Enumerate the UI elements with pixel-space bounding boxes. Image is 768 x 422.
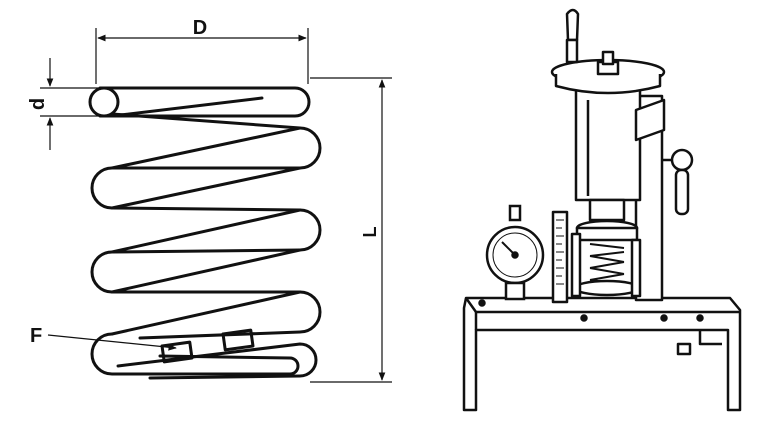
tester-scale [551, 210, 569, 304]
dial-gauge-icon [485, 204, 545, 301]
label-d: d [27, 98, 49, 110]
dimension-L [310, 77, 392, 383]
spring-top-coil [98, 86, 311, 118]
spring-tester-machine-icon [462, 8, 742, 412]
label-F: F [30, 325, 42, 347]
tester-base [462, 296, 742, 412]
label-D: D [193, 17, 207, 39]
force-leader [47, 334, 177, 351]
wire-section [88, 86, 120, 118]
label-L: L [360, 227, 380, 238]
tester-head [574, 84, 642, 202]
dimension-D [95, 28, 309, 84]
compression-spring [88, 86, 322, 380]
dimension-d [40, 58, 100, 150]
